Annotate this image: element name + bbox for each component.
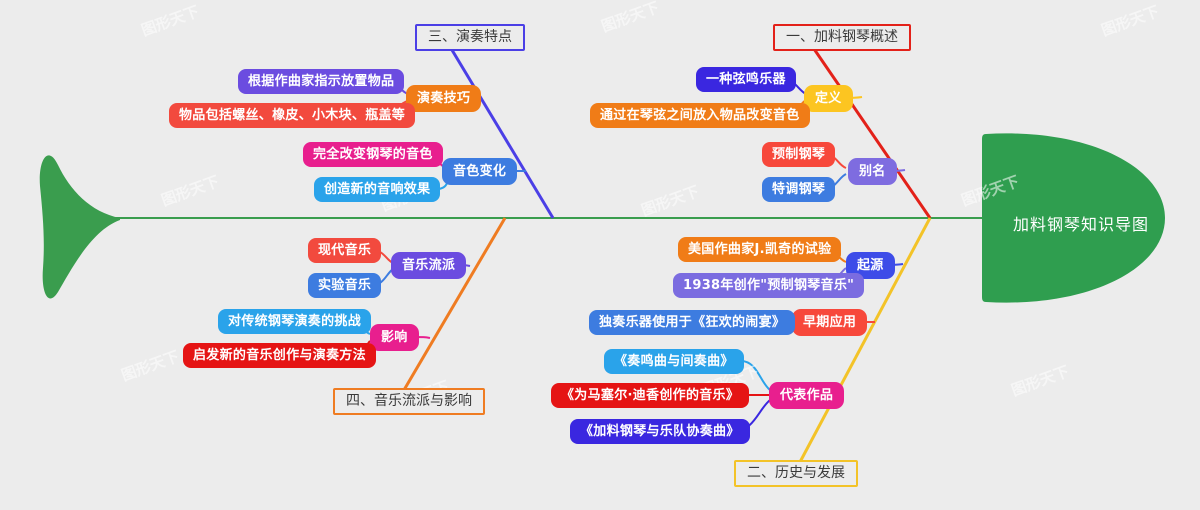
- category-node-music-genre[interactable]: 音乐流派: [391, 252, 467, 279]
- category-node-influence[interactable]: 影响: [370, 324, 419, 351]
- leaf-node[interactable]: 《奏鸣曲与间奏曲》: [604, 349, 744, 374]
- leaf-node[interactable]: 一种弦鸣乐器: [696, 67, 796, 92]
- leaf-node[interactable]: 独奏乐器使用于《狂欢的闹宴》: [589, 310, 796, 335]
- category-node-alias[interactable]: 别名: [848, 158, 897, 185]
- leaf-node[interactable]: 根据作曲家指示放置物品: [238, 69, 405, 94]
- leaf-node[interactable]: 现代音乐: [308, 238, 382, 263]
- bone-overview: [810, 45, 932, 219]
- leaf-node[interactable]: 《为马塞尔·迪香创作的音乐》: [551, 383, 750, 408]
- bone-genre: [402, 217, 507, 391]
- branch-title-overview[interactable]: 一、加料钢琴概述: [773, 24, 911, 51]
- bone-performance: [450, 49, 555, 219]
- leaf-node[interactable]: 启发新的音乐创作与演奏方法: [183, 343, 376, 368]
- leaf-node[interactable]: 物品包括螺丝、橡皮、小木块、瓶盖等: [169, 103, 416, 128]
- branch-title-history[interactable]: 二、历史与发展: [734, 460, 858, 487]
- fish-head-shape: [982, 133, 1165, 303]
- leaf-node[interactable]: 创造新的音响效果: [314, 177, 441, 202]
- branch-title-genre[interactable]: 四、音乐流派与影响: [333, 388, 485, 415]
- leaf-node[interactable]: 预制钢琴: [762, 142, 836, 167]
- center-node-label: 加料钢琴知识导图: [1013, 215, 1150, 234]
- category-node-definition[interactable]: 定义: [804, 85, 853, 112]
- leaf-node[interactable]: 实验音乐: [308, 273, 382, 298]
- leaf-node[interactable]: 《加料钢琴与乐队协奏曲》: [570, 419, 750, 444]
- category-node-performance-technique[interactable]: 演奏技巧: [406, 85, 482, 112]
- fish-tail-shape: [39, 155, 120, 299]
- bone-history: [798, 217, 932, 463]
- leaf-node[interactable]: 完全改变钢琴的音色: [303, 142, 443, 167]
- leaf-node[interactable]: 对传统钢琴演奏的挑战: [218, 309, 372, 334]
- category-node-timbre-change[interactable]: 音色变化: [442, 158, 518, 185]
- branch-title-performance[interactable]: 三、演奏特点: [415, 24, 525, 51]
- category-node-representative-works[interactable]: 代表作品: [769, 382, 845, 409]
- leaf-node[interactable]: 通过在琴弦之间放入物品改变音色: [590, 103, 810, 128]
- leaf-node[interactable]: 1938年创作"预制钢琴音乐": [673, 273, 865, 298]
- leaf-node[interactable]: 美国作曲家J.凯奇的试验: [678, 237, 842, 262]
- category-node-early-application[interactable]: 早期应用: [792, 309, 868, 336]
- leaf-node[interactable]: 特调钢琴: [762, 177, 836, 202]
